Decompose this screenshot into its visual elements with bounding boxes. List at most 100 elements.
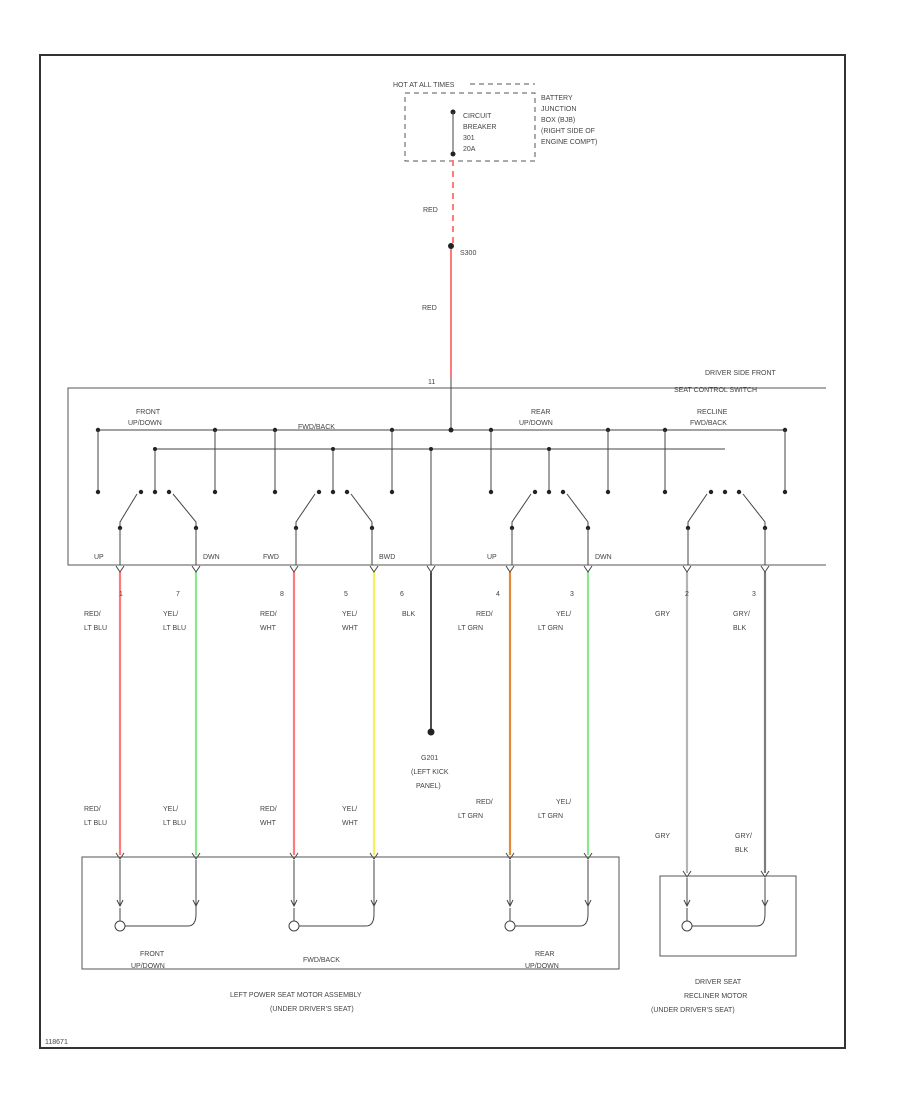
- motor-winding: [293, 906, 375, 927]
- svg-text:G201: G201: [421, 755, 438, 762]
- motor-assembly-label: LEFT POWER SEAT MOTOR ASSEMBLY (UNDER DR…: [230, 992, 362, 1013]
- connector-pin-bottom: [583, 852, 593, 860]
- ground-g201: [427, 728, 435, 736]
- svg-text:WHT: WHT: [260, 625, 277, 632]
- switch-title: DRIVER SIDE FRONT SEAT CONTROL SWITCH: [674, 370, 777, 394]
- svg-text:4: 4: [496, 591, 500, 598]
- svg-text:ENGINE COMPT): ENGINE COMPT): [541, 139, 597, 146]
- svg-text:GRY/: GRY/: [735, 833, 752, 840]
- svg-text:JUNCTION: JUNCTION: [541, 106, 576, 113]
- svg-text:GRY/: GRY/: [733, 611, 750, 618]
- svg-text:RED/: RED/: [260, 611, 277, 618]
- switch-arm: [119, 493, 138, 528]
- svg-text:FRONT: FRONT: [140, 951, 165, 958]
- svg-text:LT GRN: LT GRN: [538, 625, 563, 632]
- svg-text:LT GRN: LT GRN: [458, 813, 483, 820]
- connector-pin-bottom: [369, 852, 379, 860]
- svg-text:SEAT CONTROL SWITCH: SEAT CONTROL SWITCH: [674, 387, 757, 394]
- svg-text:RECLINE: RECLINE: [697, 409, 728, 416]
- svg-text:YEL/: YEL/: [342, 806, 357, 813]
- switch-arm: [350, 493, 373, 528]
- connector-pin-top: [426, 565, 436, 573]
- switch-fixed-contact: [330, 489, 336, 495]
- svg-text:8: 8: [280, 591, 284, 598]
- svg-text:UP: UP: [94, 554, 104, 561]
- driver-seat-recliner-motor: [659, 875, 797, 957]
- svg-text:LT BLU: LT BLU: [84, 625, 107, 632]
- svg-text:1: 1: [119, 591, 123, 598]
- svg-text:3: 3: [570, 591, 574, 598]
- svg-text:FWD: FWD: [263, 554, 279, 561]
- svg-text:BLK: BLK: [735, 847, 749, 854]
- motor-symbol: [681, 920, 693, 932]
- switch-arm: [172, 493, 197, 528]
- switch-fixed-contact: [152, 489, 158, 495]
- motor-symbol: [114, 920, 126, 932]
- svg-text:WHT: WHT: [342, 820, 359, 827]
- svg-text:RED/: RED/: [84, 611, 101, 618]
- connector-pin-top: [115, 565, 125, 573]
- switch-group-labels: FRONT UP/DOWN FWD/BACK REAR UP/DOWN RECL…: [128, 409, 728, 431]
- connector-pin-top: [682, 565, 692, 573]
- switch-fixed-contact: [546, 489, 552, 495]
- bus-feed-junction: [448, 427, 454, 433]
- splice-s300: [448, 243, 454, 249]
- return-junction: [153, 447, 157, 451]
- svg-text:YEL/: YEL/: [342, 611, 357, 618]
- motor-contact: [116, 899, 124, 908]
- connector-pin-bottom: [115, 852, 125, 860]
- svg-text:3: 3: [752, 591, 756, 598]
- svg-text:FWD/BACK: FWD/BACK: [298, 424, 335, 431]
- svg-text:DRIVER SEAT: DRIVER SEAT: [695, 979, 742, 986]
- svg-text:RECLINER MOTOR: RECLINER MOTOR: [684, 993, 747, 1000]
- svg-text:2: 2: [685, 591, 689, 598]
- svg-text:WHT: WHT: [342, 625, 359, 632]
- return-junction: [429, 447, 433, 451]
- breaker-bottom-terminal: [450, 151, 456, 157]
- svg-text:UP/DOWN: UP/DOWN: [131, 963, 165, 970]
- motor-winding: [119, 906, 197, 927]
- battery-junction-box-label: BATTERY JUNCTION BOX (BJB) (RIGHT SIDE O…: [541, 95, 597, 146]
- connector-pin-top: [505, 565, 515, 573]
- connector-pin-bottom: [682, 870, 692, 878]
- svg-text:RED/: RED/: [476, 611, 493, 618]
- connector-pin-top: [369, 565, 379, 573]
- svg-text:LEFT POWER SEAT MOTOR ASSEMBLY: LEFT POWER SEAT MOTOR ASSEMBLY: [230, 992, 362, 999]
- svg-text:GRY: GRY: [655, 611, 670, 618]
- switch-fixed-contact: [708, 489, 714, 495]
- svg-text:(UNDER DRIVER'S SEAT): (UNDER DRIVER'S SEAT): [651, 1007, 735, 1014]
- svg-text:(RIGHT SIDE OF: (RIGHT SIDE OF: [541, 128, 595, 135]
- svg-text:301: 301: [463, 135, 475, 142]
- motor-winding: [686, 906, 766, 927]
- diagram-frame: [39, 54, 846, 1049]
- svg-text:FWD/BACK: FWD/BACK: [690, 420, 727, 427]
- ground-label: G201 (LEFT KICK PANEL): [411, 755, 449, 790]
- svg-text:FWD/BACK: FWD/BACK: [303, 957, 340, 964]
- svg-text:BOX (BJB): BOX (BJB): [541, 117, 575, 124]
- svg-text:(UNDER DRIVER'S SEAT): (UNDER DRIVER'S SEAT): [270, 1006, 354, 1013]
- switch-fixed-contact: [488, 489, 494, 495]
- recliner-motor-label: DRIVER SEAT RECLINER MOTOR (UNDER DRIVER…: [651, 979, 747, 1014]
- svg-text:UP/DOWN: UP/DOWN: [525, 963, 559, 970]
- figure-code: 118671: [45, 1039, 68, 1046]
- svg-text:LT GRN: LT GRN: [538, 813, 563, 820]
- switch-fixed-contact: [662, 489, 668, 495]
- svg-text:LT GRN: LT GRN: [458, 625, 483, 632]
- svg-text:5: 5: [344, 591, 348, 598]
- svg-text:YEL/: YEL/: [556, 611, 571, 618]
- wire-color-labels-top: RED/LT BLU YEL/LT BLU RED/WHT YEL/WHT BL…: [84, 611, 750, 632]
- connector-pin-top: [583, 565, 593, 573]
- harness-wires: [115, 565, 770, 878]
- motor-contact: [683, 899, 691, 908]
- svg-text:RED/: RED/: [260, 806, 277, 813]
- svg-text:RED/: RED/: [84, 806, 101, 813]
- svg-text:20A: 20A: [463, 146, 476, 153]
- svg-text:CIRCUIT: CIRCUIT: [463, 113, 492, 120]
- svg-text:GRY: GRY: [655, 833, 670, 840]
- red-feed-label-mid: RED: [422, 305, 437, 312]
- return-junction: [547, 447, 551, 451]
- connector-pin-bottom: [505, 852, 515, 860]
- svg-text:BLK: BLK: [402, 611, 416, 618]
- svg-text:BREAKER: BREAKER: [463, 124, 496, 131]
- motor-windings: [114, 860, 769, 932]
